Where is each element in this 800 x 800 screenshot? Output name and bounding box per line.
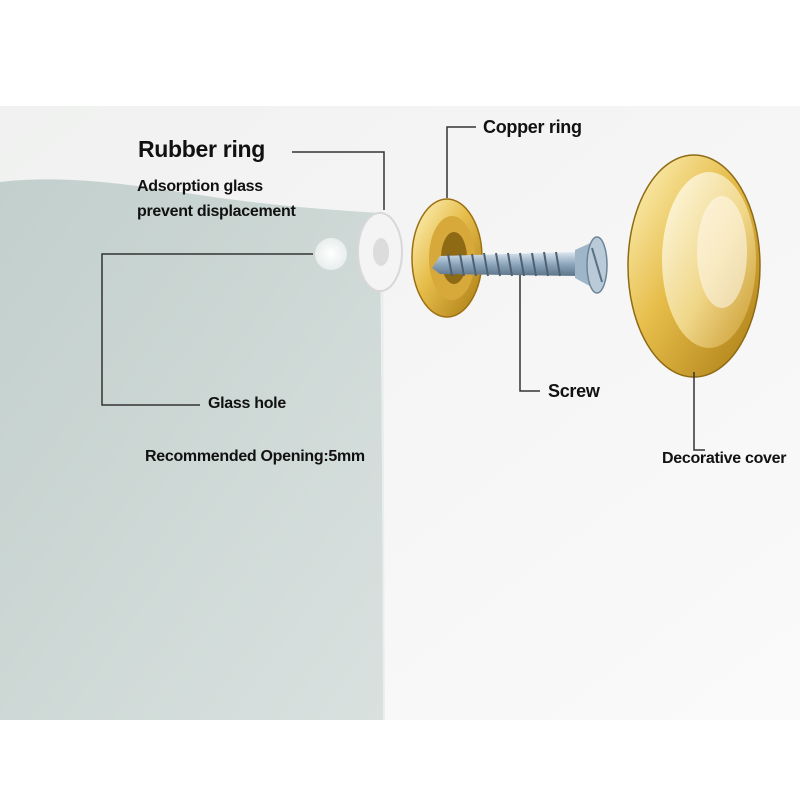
- glass-hole-label: Glass hole: [208, 395, 286, 412]
- rubber-ring-part: [357, 212, 403, 292]
- decorative-cover-part: [627, 154, 761, 378]
- recommended-opening-label: Recommended Opening:5mm: [145, 448, 365, 465]
- copper-ring-leader: [446, 126, 476, 198]
- glass-hole: [315, 238, 347, 270]
- screw-part: [432, 236, 608, 294]
- copper-ring-label: Copper ring: [483, 117, 582, 137]
- glass-edge: [381, 211, 385, 721]
- screw-label: Screw: [548, 381, 600, 401]
- adsorption-note-line1: Adsorption glass: [137, 178, 263, 195]
- screw-leader: [519, 275, 540, 392]
- decorative-cover-leader: [693, 372, 705, 451]
- decorative-cover-label: Decorative cover: [662, 450, 787, 467]
- rubber-ring-leader: [292, 151, 385, 210]
- rubber-ring-label: Rubber ring: [138, 136, 266, 162]
- glass-panel: [0, 179, 384, 721]
- adsorption-note-line2: prevent displacement: [137, 203, 296, 220]
- glass-hole-leader: [101, 253, 313, 406]
